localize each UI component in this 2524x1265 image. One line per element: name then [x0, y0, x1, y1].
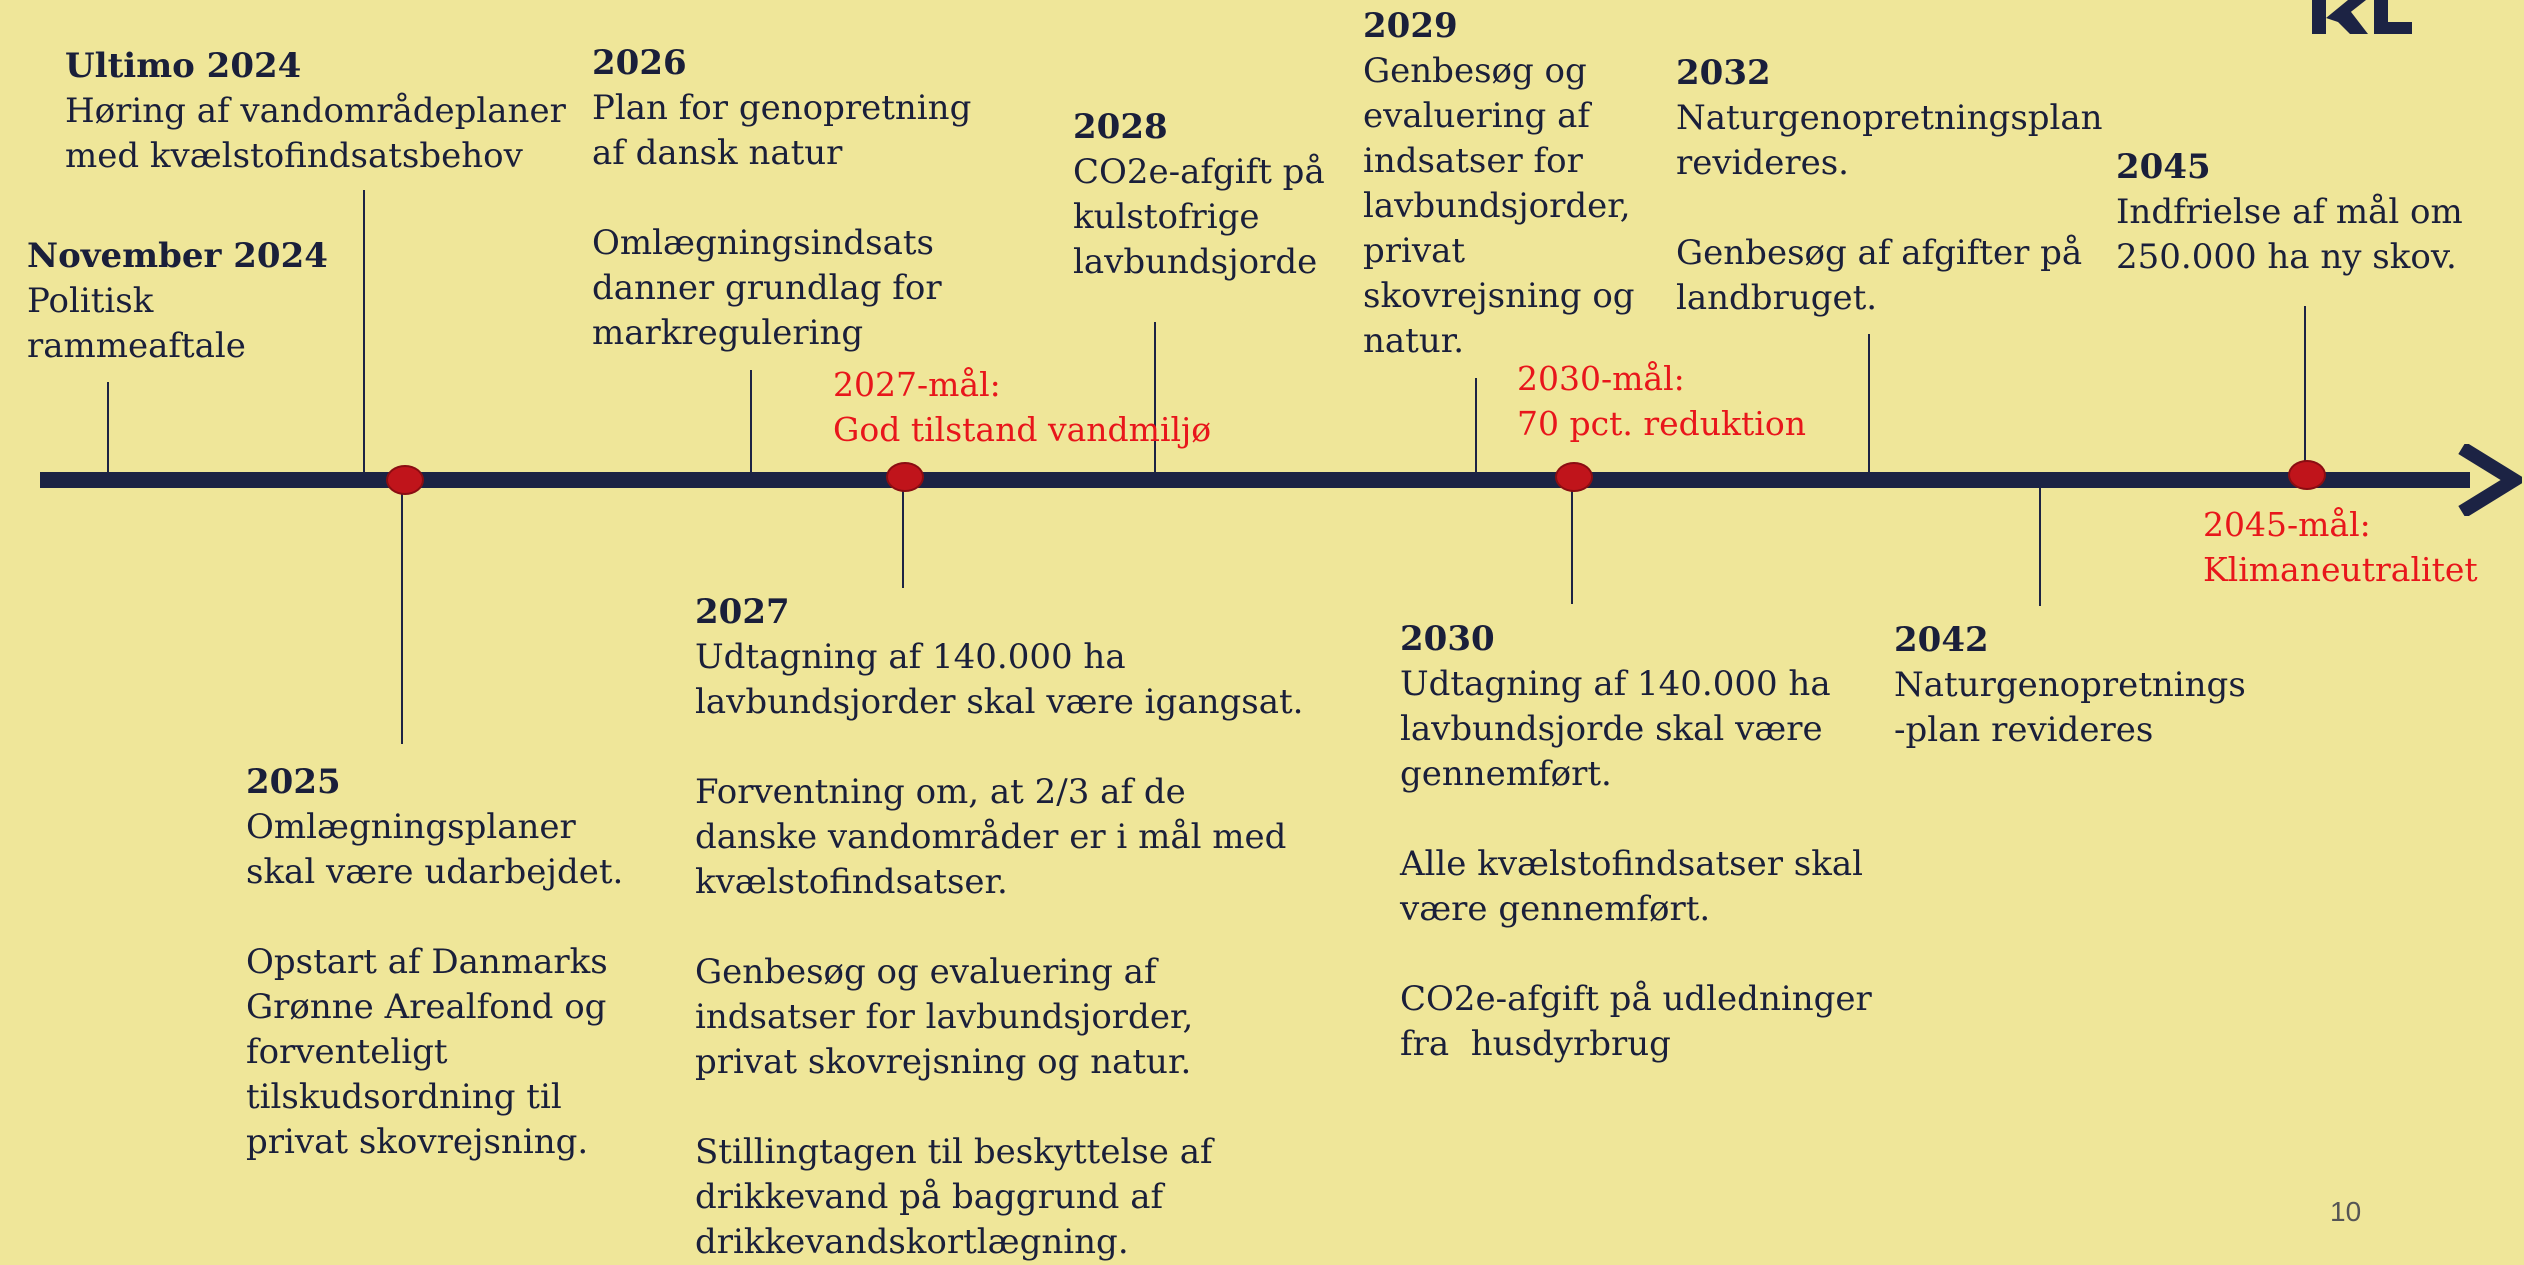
event-2032: 2032 Naturgenopretningsplan revideres. G…: [1676, 51, 2103, 321]
event-ultimo-2024: Ultimo 2024 Høring af vandområdeplaner m…: [65, 44, 566, 179]
goal-2030: 2030-mål: 70 pct. reduktion: [1517, 359, 1806, 443]
tick-2027: [902, 486, 904, 588]
event-year: November 2024: [27, 236, 328, 276]
milestone-dot-2027: [886, 462, 924, 492]
milestone-dot-2030: [1555, 462, 1593, 492]
event-2045: 2045 Indfrielse af mål om 250.000 ha ny …: [2116, 145, 2463, 280]
event-2029: 2029 Genbesøg og evaluering af indsatser…: [1363, 4, 1635, 364]
tick-2042: [2039, 486, 2041, 606]
tick-2029: [1475, 378, 1477, 474]
event-year: 2029: [1363, 6, 1458, 46]
milestone-dot-2025: [386, 465, 424, 495]
tick-2045: [2304, 306, 2306, 474]
event-year: 2042: [1894, 620, 1989, 660]
event-2028: 2028 CO2e-afgift på kulstofrige lavbunds…: [1073, 105, 1325, 285]
event-text: Politisk rammeaftale: [27, 281, 246, 366]
event-2026: 2026 Plan for genopretning af dansk natu…: [592, 41, 971, 356]
kl-logo: [2312, 0, 2412, 34]
tick-november-2024: [107, 382, 109, 474]
event-2042: 2042 Naturgenopretnings -plan revideres: [1894, 618, 2246, 753]
event-2025: 2025 Omlægningsplaner skal være udarbejd…: [246, 760, 623, 1165]
tick-2026: [750, 370, 752, 474]
tick-ultimo-2024: [363, 190, 365, 474]
event-text: Plan for genopretning af dansk natur Oml…: [592, 88, 972, 353]
event-text: CO2e-afgift på kulstofrige lavbundsjorde: [1073, 152, 1325, 282]
event-november-2024: November 2024 Politisk rammeaftale: [27, 234, 328, 369]
timeline-axis: [40, 472, 2470, 488]
event-year: 2025: [246, 762, 341, 802]
event-2027: 2027 Udtagning af 140.000 ha lavbundsjor…: [695, 590, 1303, 1265]
goal-2045: 2045-mål: Klimaneutralitet: [2203, 505, 2478, 589]
tick-2032: [1868, 334, 1870, 474]
event-text: Genbesøg og evaluering af indsatser for …: [1363, 51, 1635, 361]
tick-2025: [401, 486, 403, 744]
tick-2028: [1154, 322, 1156, 474]
event-year: 2028: [1073, 107, 1168, 147]
event-text: Naturgenopretnings -plan revideres: [1894, 665, 2246, 750]
event-year: 2026: [592, 43, 687, 83]
event-text: Omlægningsplaner skal være udarbejdet. O…: [246, 807, 624, 1162]
event-year: 2030: [1400, 619, 1495, 659]
event-year: Ultimo 2024: [65, 46, 302, 86]
event-text: Udtagning af 140.000 ha lavbundsjorder s…: [695, 637, 1304, 1262]
page-number: 10: [2330, 1196, 2362, 1227]
event-text: Udtagning af 140.000 ha lavbundsjorde sk…: [1400, 664, 1872, 1064]
tick-2030: [1571, 486, 1573, 604]
event-text: Høring af vandområdeplaner med kvælstofi…: [65, 91, 566, 176]
event-year: 2032: [1676, 53, 1771, 93]
event-2030: 2030 Udtagning af 140.000 ha lavbundsjor…: [1400, 617, 1872, 1067]
event-text: Indfrielse af mål om 250.000 ha ny skov.: [2116, 192, 2463, 277]
event-year: 2027: [695, 592, 790, 632]
goal-2027: 2027-mål: God tilstand vandmiljø: [833, 365, 1212, 449]
event-year: 2045: [2116, 147, 2211, 187]
milestone-dot-2045: [2288, 460, 2326, 490]
event-text: Naturgenopretningsplan revideres. Genbes…: [1676, 98, 2103, 318]
timeline-arrowhead: [2458, 444, 2522, 516]
